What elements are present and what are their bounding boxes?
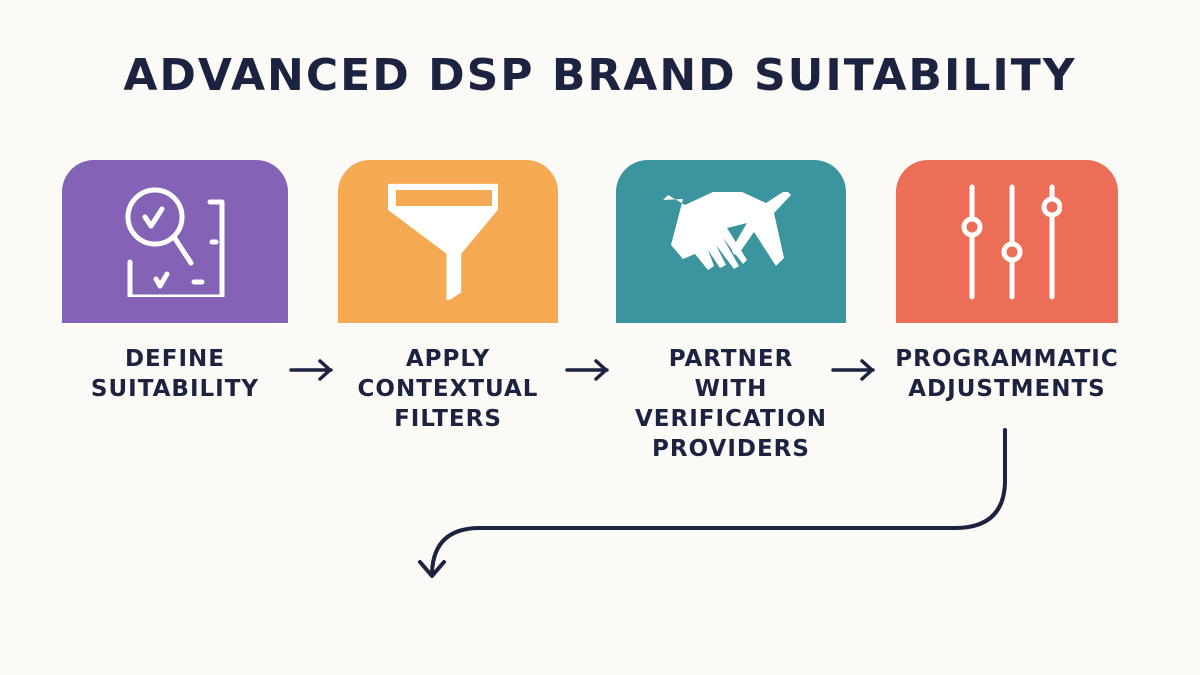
step-1-label: DEFINE SUITABILITY bbox=[90, 346, 260, 402]
arrow-right-icon bbox=[565, 359, 609, 381]
step-4-tile bbox=[896, 160, 1118, 323]
step-4-label: PROGRAMMATIC ADJUSTMENTS bbox=[895, 346, 1119, 402]
step-1-tile bbox=[62, 160, 288, 323]
handshake-icon bbox=[663, 191, 791, 270]
diagram-title: ADVANCED DSP BRAND SUITABILITY bbox=[123, 50, 1077, 101]
step-2-tile bbox=[338, 160, 558, 323]
checklist-magnifier-icon bbox=[125, 187, 225, 297]
arrow-right-icon bbox=[289, 359, 333, 381]
step-3-tile bbox=[616, 160, 846, 323]
step-2-label: APPLY CONTEXTUAL FILTERS bbox=[357, 346, 539, 432]
sliders-icon bbox=[961, 184, 1062, 299]
arrow-right-icon bbox=[831, 359, 875, 381]
step-3-label: PARTNER WITH VERIFICATION PROVIDERS bbox=[635, 346, 827, 462]
funnel-icon bbox=[388, 183, 499, 300]
